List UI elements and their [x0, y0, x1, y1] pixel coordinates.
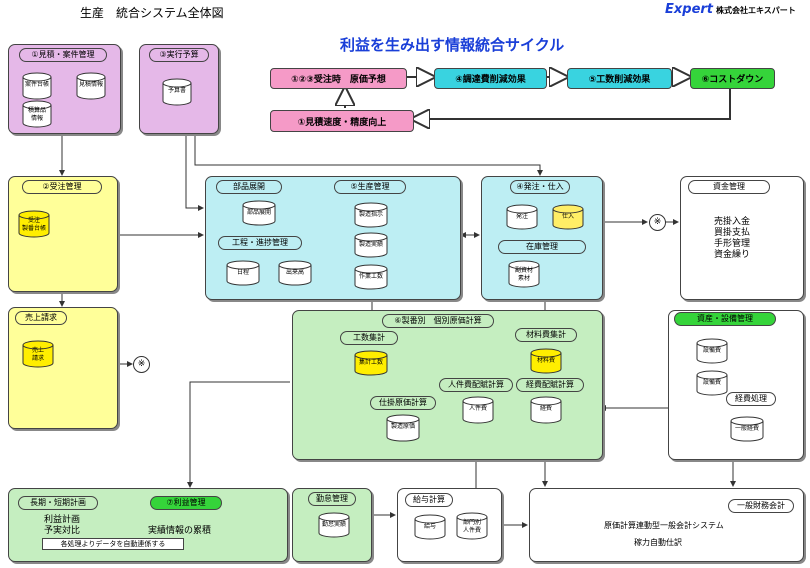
purchase-box [481, 176, 603, 300]
db-output: 出来高 [278, 260, 312, 286]
line-costing-plan [187, 381, 290, 488]
db-estimate-info: 見積情報 [76, 72, 106, 100]
plan-label-2: ⑦利益管理 [150, 496, 222, 510]
budget-label: ③実行予算 [149, 48, 209, 62]
funds-line-1: 売掛入金 [714, 217, 751, 227]
assets-expense-label: 経費処理 [726, 392, 776, 406]
funds-line-3: 手形管理 [714, 239, 751, 249]
db-purchase-receipt: 仕入 [552, 204, 584, 230]
plan-note: 各処理よりデータを自動連係する [42, 538, 184, 550]
cycle-title: 利益を生み出す情報統合サイクル [340, 36, 565, 54]
line-budget-purchase [194, 132, 543, 176]
db-schedule: 日程 [226, 260, 260, 286]
db-manufacture-result: 製造実績 [354, 232, 388, 258]
db-case-ledger: 案件台帳 [22, 72, 52, 100]
line-cycle-back [414, 89, 731, 119]
order-label: ②受注管理 [22, 180, 102, 194]
plan-label-1: 長期・短期計画 [18, 496, 98, 510]
sales-box [8, 307, 118, 429]
line-budget-production [185, 132, 204, 211]
cycle-step-3: ⑤工数削減効果 [567, 68, 672, 89]
wip-label: 仕掛原価計算 [370, 396, 436, 410]
db-material-cost: 材料費 [530, 348, 562, 374]
db-dept-personnel: 部門別 人件費 [456, 512, 488, 540]
db-personnel-cost: 人件費 [462, 396, 494, 424]
purchase-label: ④発注・仕入 [510, 180, 570, 194]
funds-box [680, 176, 804, 300]
funds-label: 資金管理 [688, 180, 770, 194]
page-title: 生産 統合システム全体図 [80, 6, 224, 20]
db-general-expense: 一般経費 [730, 416, 764, 442]
db-equipment-2: 設備費 [696, 370, 728, 396]
db-materials: 副資材 素材 [508, 260, 540, 288]
db-budget: 予算書 [162, 78, 192, 106]
accounting-line-1: 原価計算連動型一般会計システム [604, 521, 724, 530]
db-equipment-1: 設備費 [696, 338, 728, 364]
cycle-step-back: ①見積速度・精度向上 [270, 110, 414, 132]
funds-line-2: 買掛支払 [714, 228, 751, 238]
db-work-hours: 作業工数 [354, 264, 388, 290]
cycle-step-4: ⑥コストダウン [690, 68, 775, 89]
db-expense: 経費 [530, 396, 562, 424]
db-costed-items: 積算品 情報 [22, 100, 52, 128]
db-order-ledger: 受注 製番台帳 [18, 210, 50, 238]
cycle-step-1: ①②③受注時 原価予想 [270, 68, 407, 89]
db-sales-invoice: 売上 請求 [22, 340, 54, 368]
parts-label: 部品展開 [216, 180, 282, 194]
db-labor-hours: 集計工数 [354, 350, 388, 376]
db-attendance: 勤怠実績 [318, 512, 350, 538]
plan-line-1: 利益計画 [44, 515, 81, 525]
production-label: ⑤生産管理 [334, 180, 406, 194]
brand-company: 株式会社エキスパート [716, 6, 796, 15]
plan-line-3: 実績情報の累積 [148, 526, 212, 536]
funds-line-4: 資金繰り [714, 250, 751, 260]
connector-mark-sales: ※ [133, 356, 150, 373]
labor-label: 工数集計 [340, 331, 398, 345]
expense-label: 経費配賦計算 [516, 378, 584, 392]
assets-label: 資産・設備管理 [674, 312, 776, 326]
payroll-label: 給与計算 [405, 493, 453, 507]
stock-label: 在庫管理 [498, 240, 586, 254]
costing-label: ⑥製番別 個別原価計算 [382, 314, 494, 328]
brand-logo: Expert [665, 2, 714, 17]
sales-label: 売上請求 [15, 311, 67, 325]
db-manufacture-cost: 製造原価 [386, 414, 420, 442]
plan-line-2: 予実対比 [44, 526, 81, 536]
personnel-label: 人件費配賦計算 [439, 378, 513, 392]
material-label: 材料費集計 [515, 328, 577, 342]
attendance-label: 勤怠管理 [308, 492, 356, 506]
accounting-label: 一般財務会計 [728, 499, 794, 513]
db-salary: 給与 [414, 514, 446, 540]
db-manufacture-order: 製造指示 [354, 202, 388, 228]
cycle-step-2: ④調達費削減効果 [434, 68, 547, 89]
estimate-label: ①見積・案件管理 [19, 48, 107, 62]
accounting-line-2: 稼力自動仕訳 [634, 538, 682, 547]
connector-mark-funds: ※ [649, 214, 666, 231]
db-purchase-order: 発注 [506, 204, 538, 230]
db-parts: 部品展開 [242, 200, 276, 226]
process-label: 工程・進捗管理 [218, 236, 302, 250]
